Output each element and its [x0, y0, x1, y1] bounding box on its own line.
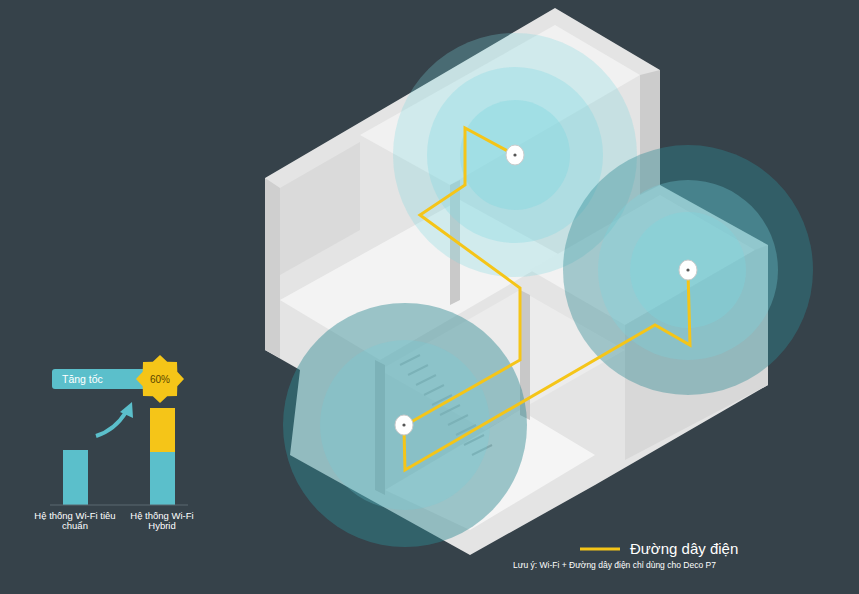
arrowhead — [120, 402, 133, 418]
bar-label: Hệ thống Wi-Fi tiêu chuẩn — [30, 511, 120, 532]
note: Lưu ý: Wi-Fi + Đường dây điện chỉ dùng c… — [513, 560, 716, 570]
legend-text: Đường dây điện — [630, 540, 738, 557]
percent-badge: 60% — [136, 355, 184, 403]
node-text: 60% — [150, 374, 170, 385]
bar — [150, 452, 175, 505]
bar — [63, 450, 88, 505]
node-text: Tăng tốc — [62, 373, 103, 385]
axis — [50, 505, 188, 506]
wifi-coverage — [283, 33, 813, 547]
power-line — [404, 128, 520, 426]
arrow — [96, 412, 126, 436]
bar-label: Hệ thống Wi-Fi Hybrid — [117, 511, 207, 532]
wall — [265, 178, 280, 358]
bar — [150, 408, 175, 452]
house-outline — [265, 8, 768, 555]
power-line — [404, 272, 690, 470]
wall — [280, 142, 360, 275]
deco-unit — [395, 145, 697, 435]
legend-line — [580, 548, 620, 551]
